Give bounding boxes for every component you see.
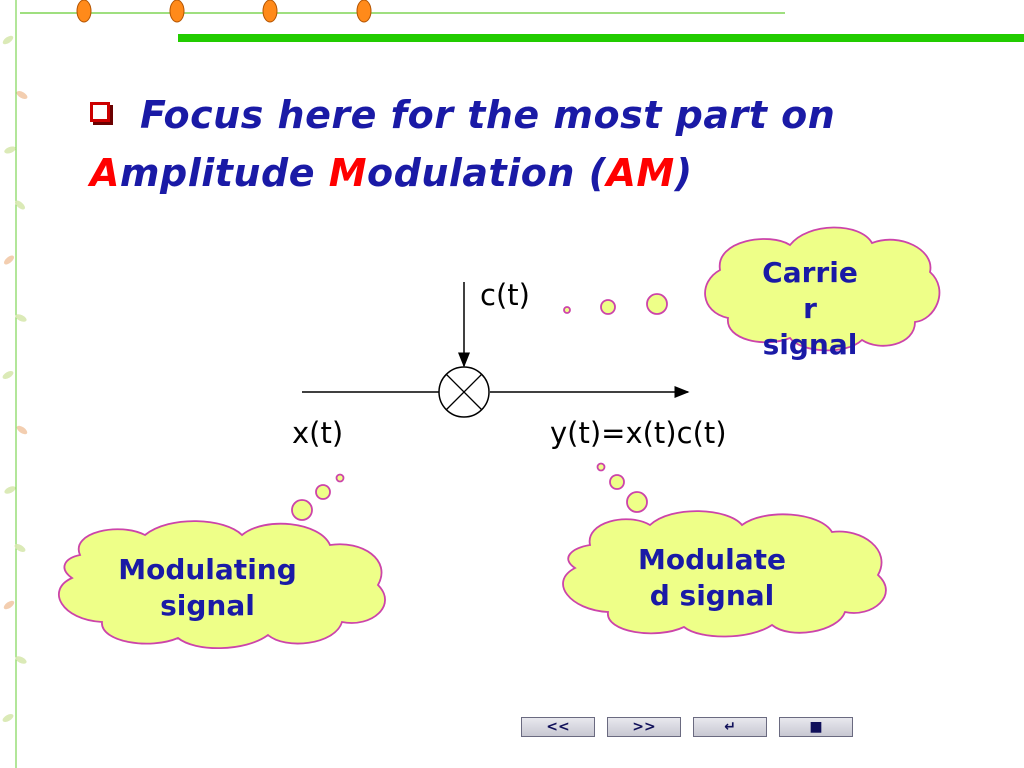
previous-slide-button[interactable]: << xyxy=(521,717,595,737)
carrier-bubble-dot xyxy=(646,293,668,315)
end-show-button[interactable]: ■ xyxy=(779,717,853,737)
carrier-cloud-text: Carrie r signal xyxy=(762,256,858,361)
return-button[interactable]: ↵ xyxy=(693,717,767,737)
carrier-bubble-dot xyxy=(563,306,571,314)
modulating-input-label: x(t) xyxy=(292,416,344,450)
modulating-bubble-dot xyxy=(291,499,313,521)
output-label: y(t)=x(t)c(t) xyxy=(550,416,727,450)
title-line-1: Focus here for the most part on xyxy=(90,86,910,144)
modulating-bubble-dot xyxy=(335,473,345,483)
modulated-cloud-text: Modulate d signal xyxy=(638,543,786,612)
top-decoration xyxy=(20,0,1024,42)
modulated-bubble-dot xyxy=(626,491,648,513)
title-initial-m: M xyxy=(328,151,368,195)
leaf-border-decoration xyxy=(2,0,28,768)
modulating-bubble-dot xyxy=(315,484,331,500)
next-slide-button[interactable]: >> xyxy=(607,717,681,737)
title-abbr: AM xyxy=(606,151,675,195)
modulated-bubble-dot xyxy=(609,474,625,490)
slide-title: Focus here for the most part on Amplitud… xyxy=(90,86,910,202)
modulating-cloud xyxy=(58,520,386,650)
carrier-cloud xyxy=(704,226,941,352)
square-bullet-icon xyxy=(90,101,110,122)
carrier-bubble-dot xyxy=(600,299,616,315)
multiplier-icon xyxy=(438,366,490,418)
title-line-2: Amplitude Modulation (AM) xyxy=(90,151,693,195)
modulated-cloud xyxy=(562,510,887,638)
title-initial-a: A xyxy=(90,151,120,195)
modulating-cloud-text: Modulating signal xyxy=(118,553,297,622)
carrier-input-label: c(t) xyxy=(480,278,530,312)
modulated-bubble-dot xyxy=(596,462,606,472)
